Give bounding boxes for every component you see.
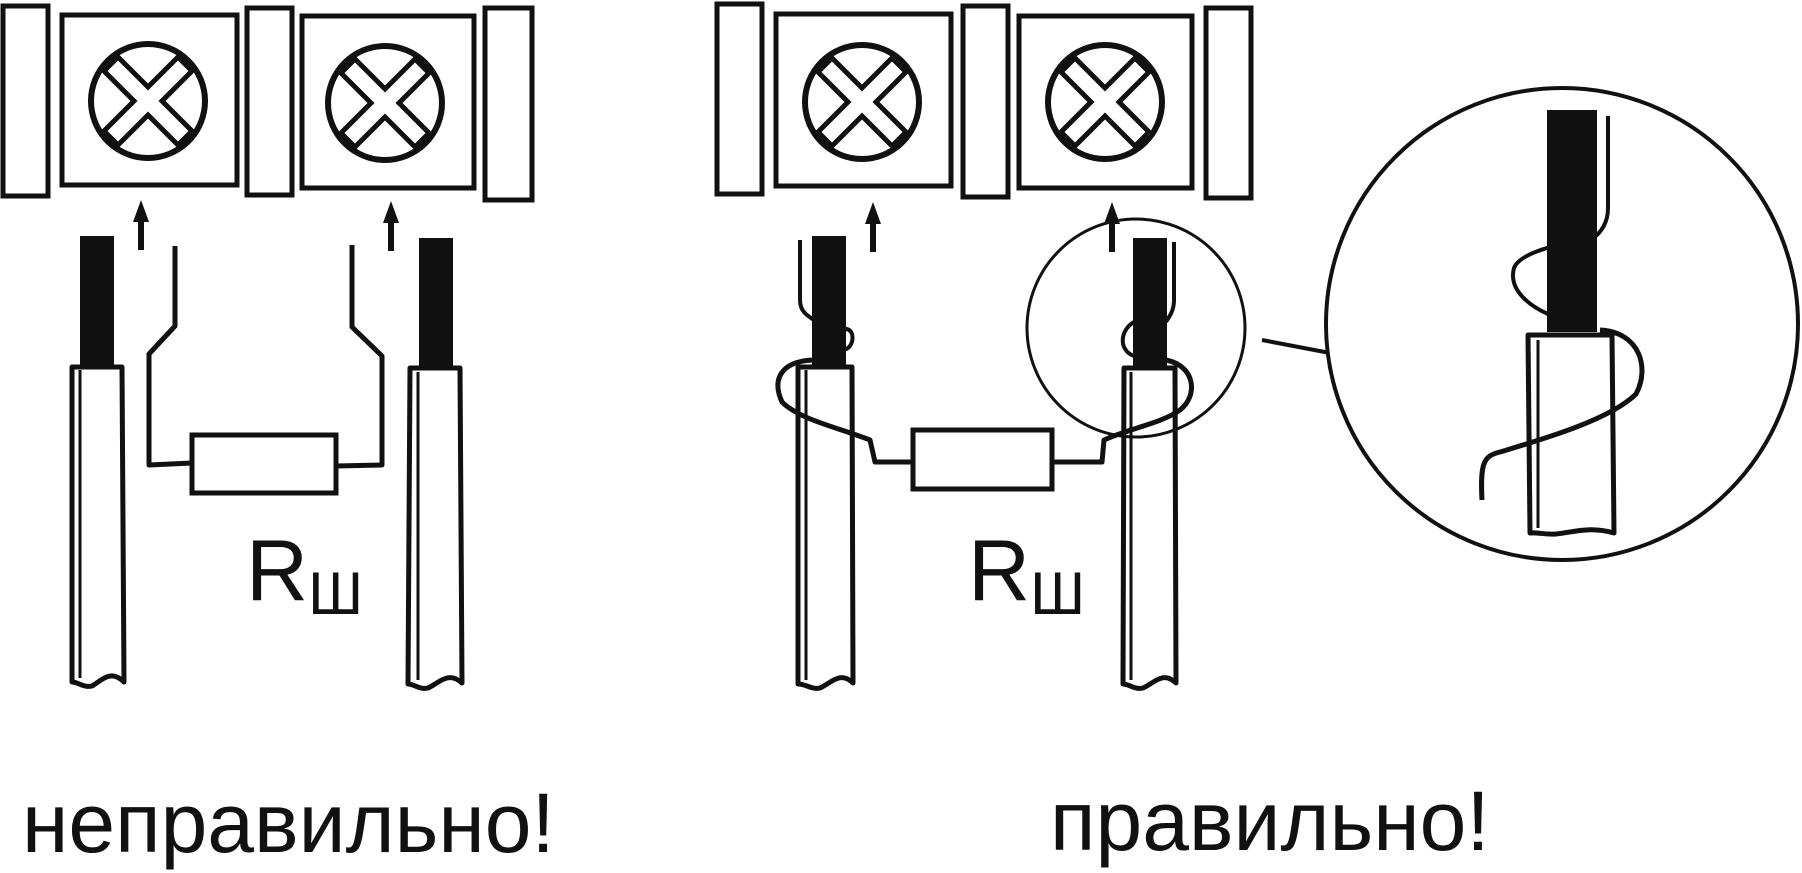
cable-left [69,236,127,689]
up-arrow-icon [1104,202,1120,252]
cable-right [1120,238,1179,691]
resistor-label: RШ [246,523,363,627]
terminal-screw-icon [328,46,442,160]
terminal-screw-icon [805,45,919,159]
correct-caption: правильно! [1050,774,1490,868]
resistor-label: RШ [968,523,1085,627]
incorrect-wiring: RШ неправильно! [0,3,555,870]
terminal-block-right [714,1,1254,201]
up-arrow-icon [383,201,399,251]
terminal-screw-icon [1048,45,1162,159]
cable-right [405,238,465,691]
correct-wiring: RШ правильно! [714,1,1800,868]
cable-left [795,236,856,691]
resistor-symbol [189,432,339,496]
zoom-detail [1324,86,1800,562]
terminal-block-left [0,3,535,203]
up-arrow-icon [133,200,149,250]
detail-marker [1025,217,1247,439]
terminal-screw-icon [91,44,205,158]
resistor-symbol [910,427,1055,492]
incorrect-caption: неправильно! [22,776,555,870]
up-arrow-icon [865,202,881,252]
